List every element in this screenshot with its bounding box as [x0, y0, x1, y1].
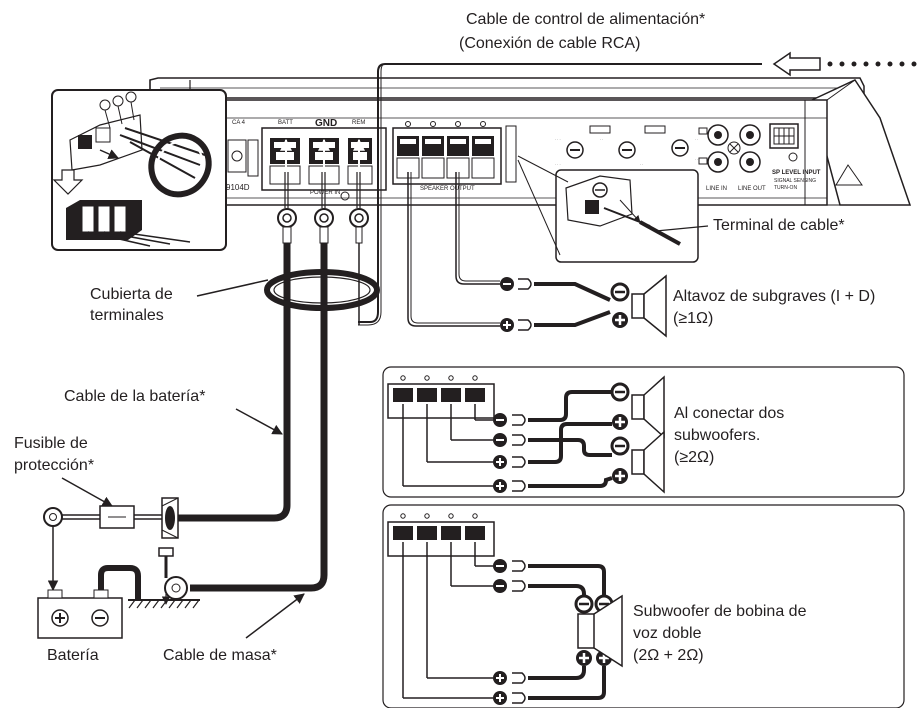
subwoofer-single-label-2: (≥1Ω)	[673, 310, 714, 327]
speaker-icon	[643, 274, 667, 338]
two-subwoofers-label-2: subwoofers.	[674, 427, 761, 444]
turn-on-label: TURN-ON	[774, 185, 797, 191]
svg-text:. .: . .	[695, 136, 698, 141]
cable-terminal-leader	[655, 225, 709, 232]
dual-coil-label-2: voz doble	[633, 625, 702, 642]
svg-text:. .: . .	[640, 161, 643, 166]
line-in-label: LINE IN	[706, 186, 727, 192]
fuse-fragment-label: CA 4	[232, 120, 246, 126]
dotted-continuation	[827, 61, 917, 67]
power-control-cable-label: Cable de control de alimentación*	[466, 11, 706, 28]
single-subwoofer-wiring	[407, 172, 667, 338]
cable-terminal-label: Terminal de cable*	[713, 217, 845, 234]
label-leaders	[61, 279, 305, 639]
fuse-and-battery	[37, 497, 200, 639]
svg-text:. .: . .	[600, 136, 603, 141]
model-label: 9104D	[226, 183, 250, 192]
dual-voice-coil-panel	[382, 504, 905, 708]
speaker-icon	[593, 594, 623, 668]
svg-text:. . .: . . .	[555, 136, 561, 141]
inset-cable-terminal-detail	[517, 155, 699, 263]
batt-label: BATT	[278, 120, 293, 126]
sp-level-label: SP LEVEL INPUT	[772, 170, 821, 176]
power-control-cable	[358, 51, 917, 326]
power-leads	[175, 138, 380, 592]
dual-coil-label-3: (2Ω + 2Ω)	[633, 647, 704, 664]
two-subwoofers-panel	[382, 366, 905, 498]
fuse-label-1: Fusible de	[14, 435, 88, 452]
open-arrow-icon	[772, 51, 821, 77]
subwoofer-single-label-1: Altavoz de subgraves (I + D)	[673, 288, 876, 305]
ground-cable-label: Cable de masa*	[163, 647, 277, 664]
terminal-cover-label-1: Cubierta de	[90, 286, 173, 303]
inset-terminal-cover-detail	[51, 89, 227, 251]
gnd-label: GND	[315, 118, 337, 129]
rca-jacks: LINE IN LINE OUT	[698, 124, 766, 192]
dual-coil-label-1: Subwoofer de bobina de	[633, 603, 807, 620]
sp-level-input-connector: SP LEVEL INPUT SIGNAL SENSING TURN-ON	[769, 123, 821, 191]
terminal-cover-label-2: terminales	[90, 307, 164, 324]
rem-label: REM	[352, 120, 365, 126]
fuse-label-2: protección*	[14, 457, 95, 474]
battery-negative-terminal	[93, 589, 109, 599]
amplifier: BATT GND REM POWER IN 9104D CA 4 SPEAKER…	[149, 77, 912, 206]
battery-label: Batería	[47, 647, 99, 664]
control-knobs: . . . . . . . . . . . . . .	[555, 125, 698, 166]
line-out-label: LINE OUT	[738, 186, 766, 192]
two-subwoofers-label-3: (≥2Ω)	[674, 449, 715, 466]
rca-connection-label: (Conexión de cable RCA)	[459, 35, 641, 52]
svg-text:. .: . .	[695, 156, 698, 161]
speaker-icon	[643, 430, 665, 494]
svg-text:. . .: . . .	[555, 161, 561, 166]
two-subwoofers-label-1: Al conectar dos	[674, 405, 785, 422]
battery-positive-terminal	[47, 589, 63, 599]
signal-sensing-label: SIGNAL SENSING	[774, 178, 816, 184]
battery-cable-label: Cable de la batería*	[64, 388, 206, 405]
speaker-output-label: SPEAKER OUTPUT	[420, 186, 475, 192]
ground-bolt-icon	[158, 547, 174, 557]
